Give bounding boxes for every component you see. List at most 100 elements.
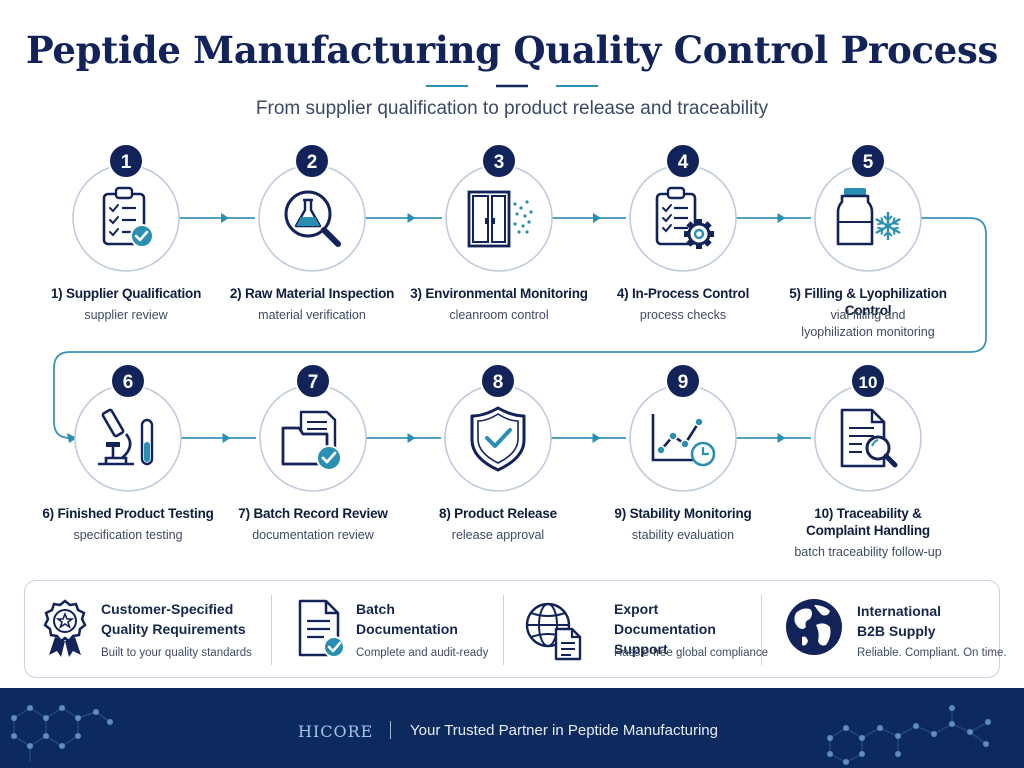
step-description: specification testing [73,528,183,542]
step-number: 2 [307,152,318,173]
clipboard-gear-icon [655,186,714,249]
award-star-icon [43,599,87,657]
footer-brand-logo: HICORE [298,722,374,741]
step-description: cleanroom control [449,308,549,322]
step-number-badge [481,143,517,179]
step-number: 8 [493,372,504,393]
step-number: 10 [859,373,878,392]
step-number-badge [110,363,146,399]
step-number-badge [294,143,330,179]
step-label: 5) Filling & Lyophilization Control [789,286,947,318]
feature-subtitle: Built to your quality standards [101,647,252,659]
step-number: 9 [678,372,689,393]
folder-check-icon [281,410,342,471]
feature-subtitle: Complete and audit-ready [356,647,489,659]
process-step-5: 5 [814,143,922,272]
connector-arrow [222,433,231,443]
process-step-4: 4 [629,143,737,272]
step-label: 2) Raw Material Inspection [229,286,395,301]
title-underline-decoration [426,84,598,88]
magnifier-flask-icon [284,190,341,247]
globe-document-icon [525,602,582,661]
step-label: 1) Supplier Qualification [50,286,202,301]
document-search-icon [840,408,898,468]
feature-title-line: Quality Requirements [101,621,246,637]
connector-arrow [407,433,416,443]
step-number: 3 [494,152,505,173]
step-number-badge [850,143,886,179]
step-number-badge [295,363,331,399]
clipboard-check-icon [102,186,154,248]
process-step-3: 3 [445,143,553,272]
step-description: process checks [639,308,727,322]
step-description: supplier review [84,308,168,322]
step-label: 10) Traceability &Complaint Handling [806,506,930,538]
page-title: Peptide Manufacturing Quality Control Pr… [25,28,999,72]
step-description: release approval [451,528,545,542]
connector-arrow [407,213,416,223]
feature-title-line: Documentation [356,621,458,637]
step-number-badge [850,363,886,399]
step-description: documentation review [252,528,374,542]
process-step-8: 8 [444,363,552,492]
feature-subtitle: Reliable. Compliant. On time. [857,647,1007,659]
cleanroom-door-icon [467,190,533,248]
process-step-9: 9 [629,363,737,492]
document-check-icon [298,599,345,658]
shield-check-icon [470,406,526,472]
earth-globe-icon [786,599,842,655]
step-number: 6 [123,372,134,393]
page-subtitle: From supplier qualification to product r… [255,98,769,119]
step-number: 4 [678,152,689,173]
connector-arrow [593,213,601,223]
step-label: 6) Finished Product Testing [42,506,214,521]
connector-arrow [777,213,786,223]
step-number-badge [665,143,701,179]
wrap-connector-line [53,217,987,439]
step-label: 9) Stability Monitoring [614,506,752,521]
feature-subtitle: Hassle-free global compliance [614,647,769,659]
microscope-testtube-icon [98,408,154,466]
connector-arrow [592,433,601,443]
molecule-decoration-left [11,705,113,762]
features-panel: Customer-Specified Quality Requirements … [24,580,1007,679]
feature-divider [761,595,762,665]
process-step-7: 7 [259,363,367,492]
feature-divider [271,595,272,665]
step-number: 7 [308,372,319,393]
footer-separator [390,721,391,739]
step-label: 7) Batch Record Review [238,506,388,521]
feature-title-line: Export [614,601,659,617]
process-flow-diagram: 1 2 3 4 5 6 7 8 9 10 [53,143,987,492]
feature-title-line: Batch [356,601,395,617]
process-step-1: 1 [72,143,180,272]
step-description: batch traceability follow-up [794,545,942,559]
step-number-badge [108,143,144,179]
footer-tagline: Your Trusted Partner in Peptide Manufact… [410,722,718,739]
feature-export-documentation: Export Documentation Support Hassle-free… [504,581,768,679]
step-description: material verification [258,308,366,322]
process-step-6: 6 [74,363,182,492]
footer-bar: HICORE Your Trusted Partner in Peptide M… [0,688,1024,768]
feature-title-line: Customer-Specified [101,601,234,617]
feature-title-line: Documentation Support [614,621,716,657]
connector-arrow [777,433,786,443]
feature-divider [503,595,504,665]
vial-snowflake-icon [836,188,901,246]
feature-title-line: International [857,603,942,619]
step-number-badge [480,363,516,399]
molecule-decoration-right [827,705,991,765]
step-number: 1 [121,152,132,173]
process-step-10: 10 [814,363,922,492]
step-description: stability evaluation [631,528,735,542]
connector-arrow [67,433,77,443]
feature-title-line: B2B Supply [857,623,936,639]
connector-arrow [221,213,229,223]
feature-customer-quality: Customer-Specified Quality Requirements … [25,581,271,679]
feature-batch-documentation: Batch Documentation Complete and audit-r… [272,581,503,679]
step-label: 8) Product Release [439,506,557,521]
process-step-2: 2 [258,143,366,272]
step-label: 3) Environmental Monitoring [410,286,588,301]
chart-clock-icon [651,414,716,467]
